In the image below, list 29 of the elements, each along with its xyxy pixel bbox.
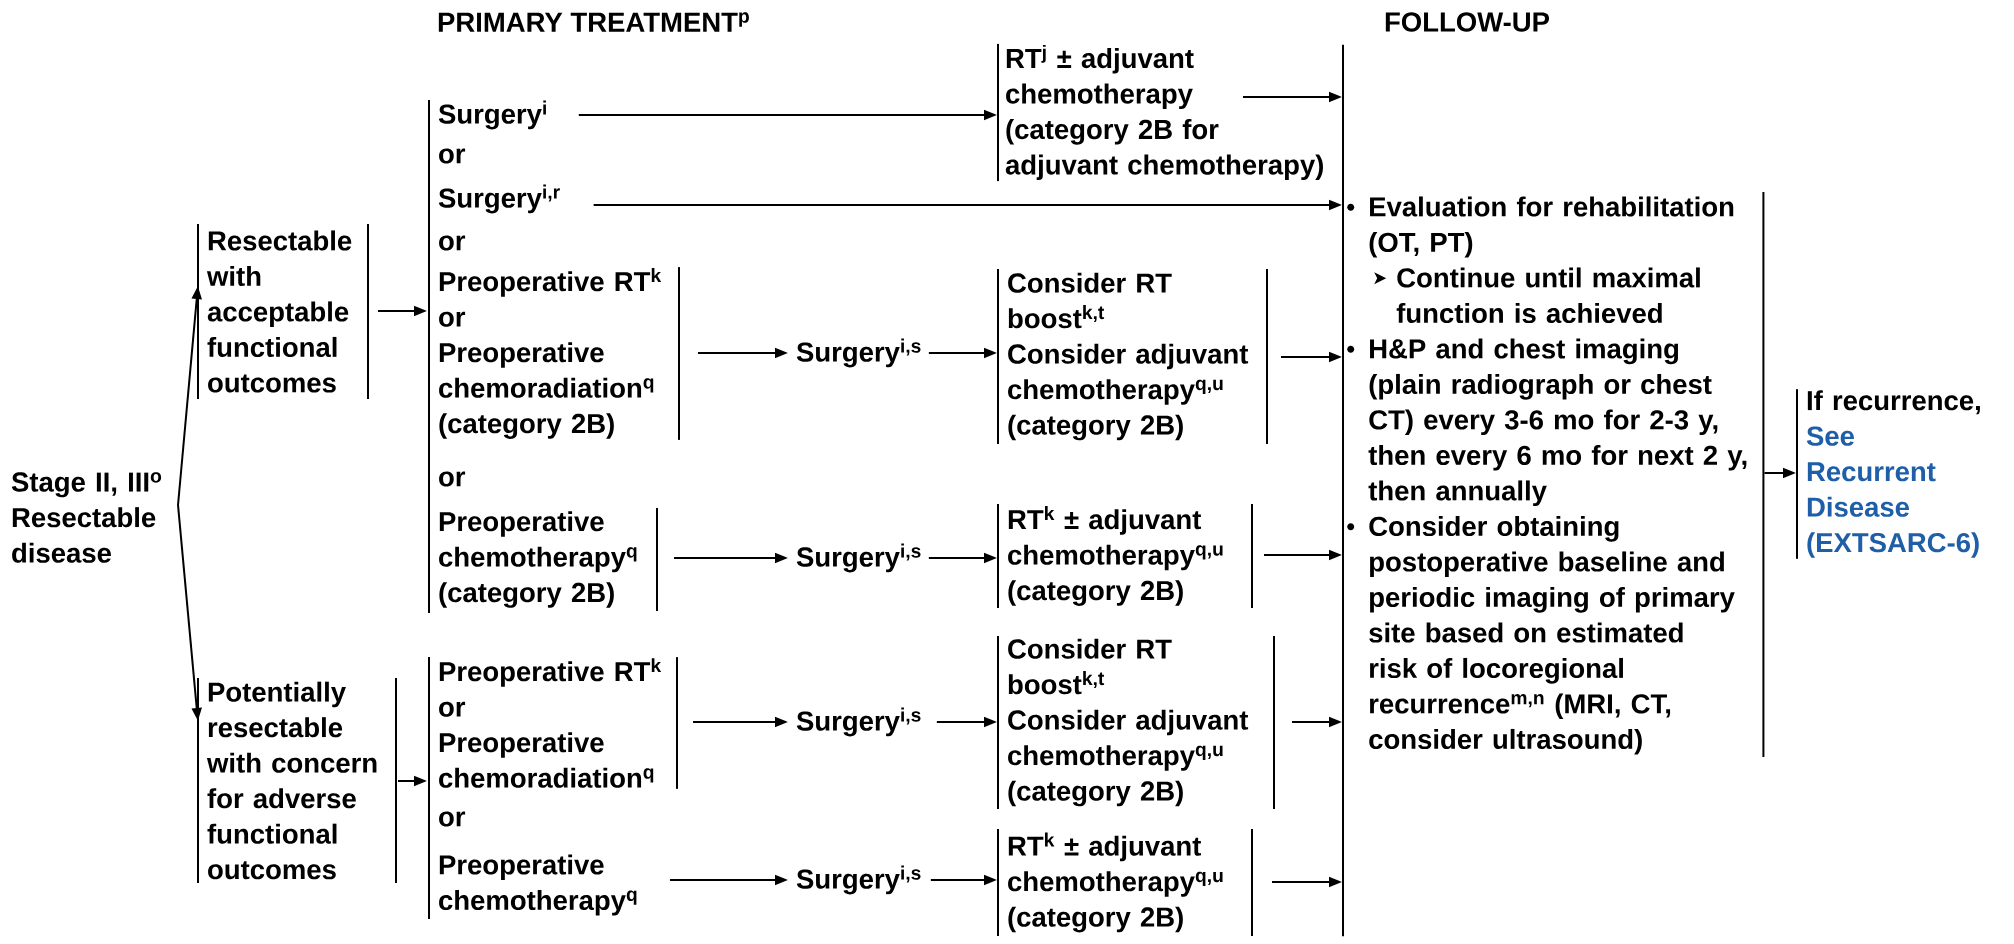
- alternative-label: or: [439, 235, 466, 251]
- step-text: Surgery$^{i,s}$: [796, 543, 921, 573]
- column-heading: PRIMARY TREATMENT$^{p}$: [438, 12, 749, 32]
- step-text: Surgery$^{i}$: [438, 100, 546, 130]
- step-text: Surgery$^{i,s}$: [796, 338, 921, 368]
- node-label: Continue until maximal function is achieved: [1396, 267, 1700, 324]
- bracket-box: RT$^{j}$ ± adjuvant chemotherapy (category 2B for adjuvant chemotherapy): [997, 42, 1323, 183]
- step-text: Preoperative chemotherapy$^{q}$: [439, 854, 637, 916]
- bracket-box: Consider RT boost$^{k,t}$ Consider adjuvant chemotherapy$^{q,u}$ (category 2B): [997, 268, 1268, 445]
- node-label: H&P and chest imaging (plain radiograph or chest CT) every 3-6 mo for 2-3 y, then every 6 mo for next 2 y, then annually: [1368, 338, 1747, 507]
- bracket-box: Resectable with acceptable functional outcomes: [197, 223, 369, 400]
- alternative-label: or: [439, 471, 466, 487]
- node-label: Evaluation for rehabilitation (OT, PT): [1369, 196, 1734, 258]
- node-label: Consider obtaining postoperative baseline and periodic imaging of primary site based on estimated risk of locoregional recurrence$^{m,n}$ (MRI, CT, consider ultrasound): [1369, 515, 1735, 755]
- bracket-box: RT$^{k}$ ± adjuvant chemotherapy$^{q,u}$ (category 2B): [997, 828, 1253, 937]
- bracket-box: Preoperative chemotherapy$^{q}$ (category 2B): [439, 507, 658, 612]
- column-heading: FOLLOW-UP: [1385, 12, 1549, 32]
- stage-label: Stage II, III$^{o}$ Resectable disease: [11, 472, 162, 563]
- bracket-box: Potentially resectable with concern for adverse functional outcomes: [197, 677, 397, 884]
- bracket-box: RT$^{k}$ ± adjuvant chemotherapy$^{q,u}$ (category 2B): [997, 503, 1253, 609]
- recurrence-box: If recurrence, See Recurrent Disease (EXTSARC-6): [1796, 388, 1980, 560]
- follow-up-box: Evaluation for rehabilitation (OT, PT) Continue until maximal function is achieved H&P and chest imaging (plain radiograph or chest CT) every 3-6 mo for 2-3 y, then every 6 mo for next 2 y, then annually Consider obtaining postoperative baseline and periodic imaging of primary site based on estimated risk of locoregional recurrence$^{m,n}$ (MRI, CT, consider ultrasound): [1342, 43, 1765, 938]
- bracket-box: Consider RT boost$^{k,t}$ Consider adjuvant chemotherapy$^{q,u}$ (category 2B): [997, 635, 1275, 810]
- bracket-box: Preoperative RT$^{k}$ or Preoperative chemoradiation$^{q}$: [439, 656, 678, 790]
- alternative-label: or: [439, 811, 466, 827]
- step-text: Surgery$^{i,s}$: [796, 865, 921, 895]
- step-text: Surgery$^{i,r}$: [438, 184, 560, 214]
- step-text: Surgery$^{i,s}$: [796, 707, 921, 737]
- bracket-box: Preoperative RT$^{k}$ or Preoperative chemoradiation$^{q}$ (category 2B): [439, 266, 680, 441]
